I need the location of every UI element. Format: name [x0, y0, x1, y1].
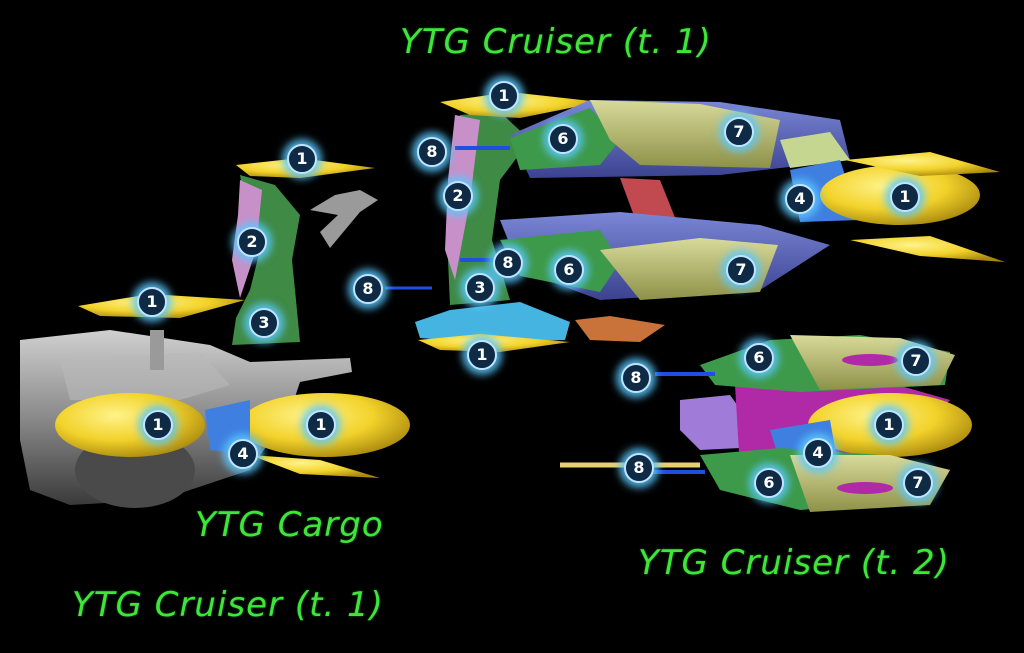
title-cruiser-t2: YTG Cruiser (t. 2): [638, 543, 950, 583]
callout-t1-gun-mid: 8: [493, 248, 523, 278]
callout-t1-pod: 1: [890, 182, 920, 212]
callout-cargo-base: 3: [249, 308, 279, 338]
callout-t2-pod: 1: [874, 410, 904, 440]
callout-t1-bottom-plate: 1: [467, 340, 497, 370]
callout-cargo-top-plate: 1: [287, 144, 317, 174]
callout-t1-upper-wing-6: 6: [548, 124, 578, 154]
callout-t2-engine: 4: [803, 438, 833, 468]
callout-t2-upper-shell-7: 7: [901, 346, 931, 376]
callout-t2-gun-upper: 8: [621, 363, 651, 393]
callout-cargo-left-plate: 1: [137, 287, 167, 317]
cruiser-t1-ship: [385, 92, 1005, 352]
callout-cargo-pod-left: 1: [143, 410, 173, 440]
callout-t1-upper-shell-7: 7: [724, 117, 754, 147]
callout-t2-upper-wing-6: 6: [744, 343, 774, 373]
callout-t1-base: 3: [465, 273, 495, 303]
callout-t1-lower-shell-7: 7: [726, 255, 756, 285]
callout-t1-engine: 4: [785, 184, 815, 214]
title-cruiser-t1-top: YTG Cruiser (t. 1): [400, 22, 712, 62]
title-cruiser-t1-bottom: YTG Cruiser (t. 1): [72, 585, 384, 625]
callout-t1-gun-left: 8: [353, 274, 383, 304]
callout-t1-arm: 2: [443, 181, 473, 211]
title-cargo: YTG Cargo: [195, 505, 384, 545]
callout-cargo-arm: 2: [237, 227, 267, 257]
cargo-ship: [20, 158, 410, 508]
callout-t2-gun-lower: 8: [624, 453, 654, 483]
callout-t2-lower-wing-6: 6: [754, 468, 784, 498]
callout-cargo-engine: 4: [228, 439, 258, 469]
callout-cargo-pod-right: 1: [306, 410, 336, 440]
callout-t2-lower-shell-7: 7: [903, 468, 933, 498]
callout-t1-gun-upper: 8: [417, 137, 447, 167]
callout-t1-top-plate: 1: [489, 81, 519, 111]
callout-t1-lower-wing-6: 6: [554, 255, 584, 285]
